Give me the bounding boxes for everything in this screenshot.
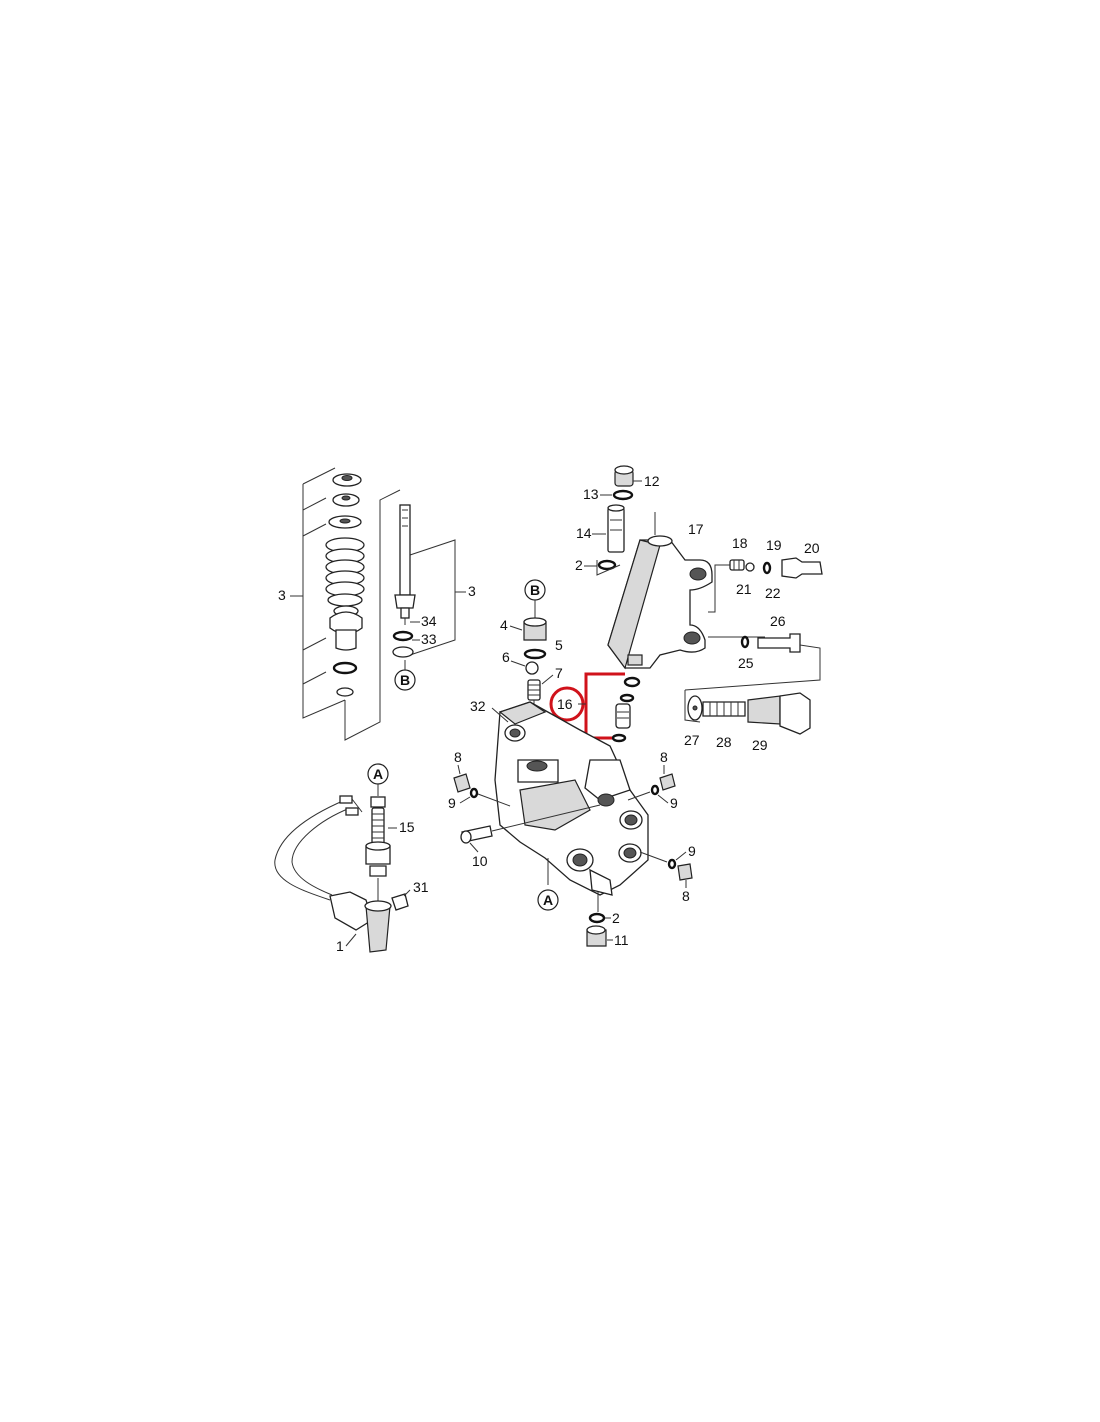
callout-b-top: B bbox=[524, 579, 546, 601]
callout-a-left: A bbox=[367, 763, 389, 785]
label-9-bottom: 9 bbox=[688, 843, 696, 859]
highlight-bracket bbox=[584, 672, 625, 740]
label-7: 7 bbox=[555, 665, 563, 681]
highlighted-part-16 bbox=[549, 672, 641, 743]
svg-text:A: A bbox=[543, 892, 553, 908]
label-27: 27 bbox=[684, 732, 700, 748]
label-16: 16 bbox=[557, 696, 573, 712]
label-18: 18 bbox=[732, 535, 748, 551]
label-8-bottom: 8 bbox=[682, 888, 690, 904]
plugs-and-screw bbox=[453, 773, 693, 947]
label-31: 31 bbox=[413, 879, 429, 895]
valve-rod-assembly bbox=[392, 504, 466, 658]
label-32: 32 bbox=[470, 698, 486, 714]
label-8-right: 8 bbox=[660, 749, 668, 765]
label-1: 1 bbox=[336, 938, 344, 954]
svg-text:B: B bbox=[530, 582, 540, 598]
label-19: 19 bbox=[766, 537, 782, 553]
check-valve-parts: B bbox=[523, 579, 547, 770]
pump-body bbox=[494, 701, 649, 912]
label-2-top: 2 bbox=[575, 557, 583, 573]
label-6: 6 bbox=[502, 649, 510, 665]
label-33: 33 bbox=[421, 631, 437, 647]
label-9-right: 9 bbox=[670, 795, 678, 811]
label-21: 21 bbox=[736, 581, 752, 597]
upper-manifold bbox=[596, 465, 823, 691]
svg-text:B: B bbox=[400, 672, 410, 688]
label-3-right: 3 bbox=[468, 583, 476, 599]
label-34: 34 bbox=[421, 613, 437, 629]
callout-b-left: B bbox=[394, 669, 416, 691]
label-2-bottom: 2 bbox=[612, 910, 620, 926]
label-15: 15 bbox=[399, 819, 415, 835]
label-14: 14 bbox=[576, 525, 592, 541]
label-28: 28 bbox=[716, 734, 732, 750]
label-12: 12 bbox=[644, 473, 660, 489]
relief-valve-assembly bbox=[684, 690, 811, 735]
svg-text:A: A bbox=[373, 766, 383, 782]
label-17: 17 bbox=[688, 521, 704, 537]
label-13: 13 bbox=[583, 486, 599, 502]
label-9-left: 9 bbox=[448, 795, 456, 811]
label-25: 25 bbox=[738, 655, 754, 671]
label-22: 22 bbox=[765, 585, 781, 601]
label-26: 26 bbox=[770, 613, 786, 629]
label-5: 5 bbox=[555, 637, 563, 653]
piston-spring-stack bbox=[302, 467, 401, 741]
callout-a-bottom: A bbox=[537, 889, 559, 911]
label-4: 4 bbox=[500, 617, 508, 633]
label-3-left: 3 bbox=[278, 587, 286, 603]
label-8-left: 8 bbox=[454, 749, 462, 765]
label-29: 29 bbox=[752, 737, 768, 753]
label-20: 20 bbox=[804, 540, 820, 556]
label-10: 10 bbox=[472, 853, 488, 869]
label-11: 11 bbox=[614, 932, 629, 948]
pressure-switch-assembly: A bbox=[274, 763, 409, 953]
